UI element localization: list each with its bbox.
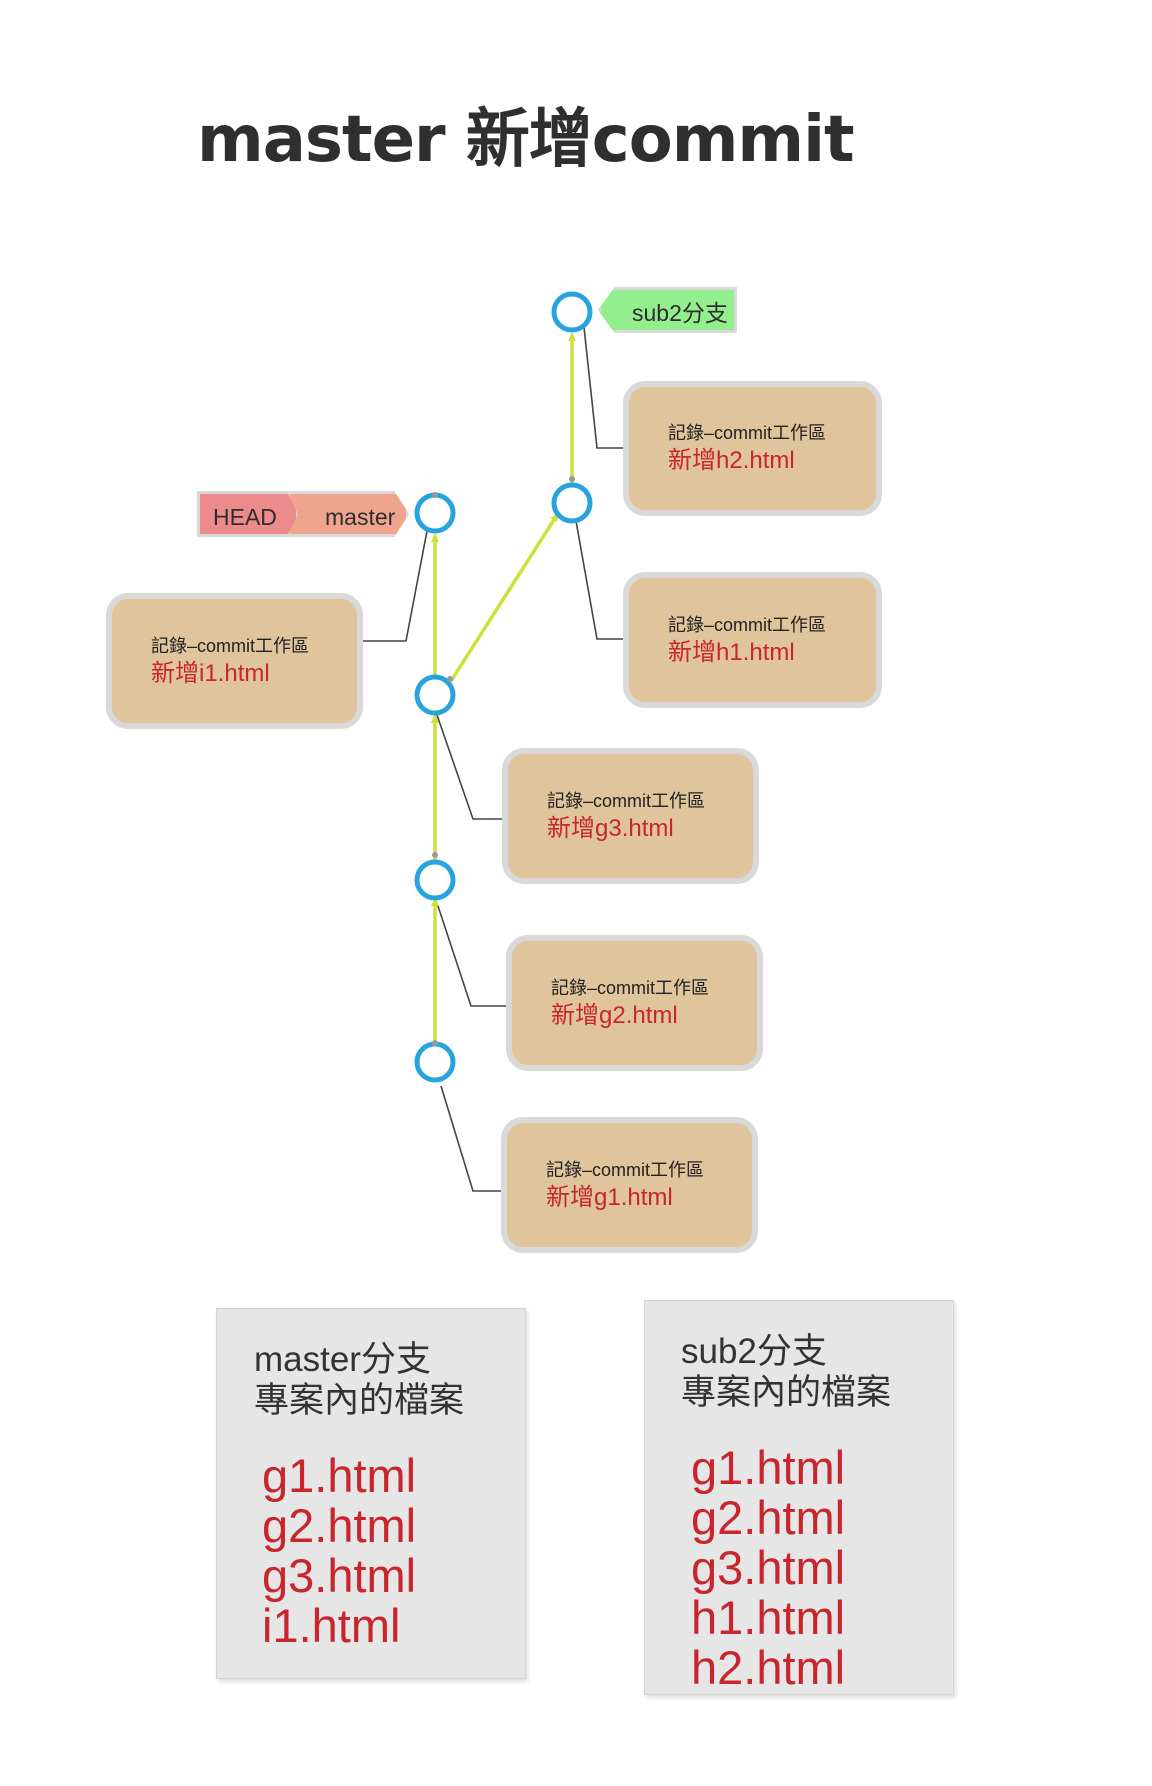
- commit-file: 新增h2.html: [668, 447, 795, 474]
- file-item: g2.html: [691, 1491, 846, 1544]
- head-label: HEAD: [197, 491, 299, 537]
- edge-g3-h1: [449, 512, 559, 682]
- file-item: g3.html: [262, 1549, 417, 1602]
- file-item: g3.html: [691, 1541, 846, 1594]
- panel-title-line: 專案內的檔案: [681, 1373, 892, 1412]
- commit-box-g1: 記錄–commit工作區 新增g1.html: [501, 1117, 758, 1253]
- commit-file: 新增g1.html: [546, 1183, 673, 1211]
- sub2-branch-label: sub2分支: [598, 287, 737, 333]
- sub2-files-panel: sub2分支 專案內的檔案 g1.html g2.html g3.html h1…: [644, 1300, 954, 1695]
- commit-box-g2: 記錄–commit工作區 新增g2.html: [506, 935, 763, 1071]
- commit-message: 記錄–commit工作區: [151, 635, 310, 656]
- commit-box-h2: 記錄–commit工作區 新增h2.html: [623, 381, 882, 516]
- commit-file: 新增h1.html: [668, 638, 795, 666]
- file-item: h1.html: [691, 1591, 846, 1644]
- commit-box-h1: 記錄–commit工作區 新增h1.html: [623, 572, 882, 708]
- master-branch-label: master: [287, 491, 409, 537]
- commit-box-g3: 記錄–commit工作區 新增g3.html: [502, 748, 759, 884]
- commit-node-h1: [551, 482, 593, 524]
- file-item: g2.html: [262, 1499, 417, 1552]
- commit-node-g3: [414, 674, 456, 716]
- connector-g3: [436, 714, 502, 820]
- connector-g2: [436, 902, 506, 1007]
- commit-file: 新增i1.html: [151, 659, 270, 687]
- commit-message: 記錄–commit工作區: [547, 790, 706, 811]
- file-item: h2.html: [691, 1641, 846, 1694]
- page-title: master 新增commit: [197, 103, 855, 177]
- panel-title-line: master分支: [254, 1340, 431, 1379]
- connector-h2: [582, 317, 623, 449]
- master-files-panel: master分支 專案內的檔案 g1.html g2.html g3.html …: [216, 1308, 526, 1679]
- panel-title-line: sub2分支: [681, 1332, 827, 1371]
- commit-node-g1: [414, 1041, 456, 1083]
- commit-file: 新增g3.html: [547, 814, 674, 842]
- file-item: i1.html: [262, 1599, 401, 1652]
- commit-message: 記錄–commit工作區: [668, 423, 827, 443]
- file-item: g1.html: [691, 1441, 846, 1494]
- commit-message: 記錄–commit工作區: [668, 614, 827, 635]
- commit-file: 新增g2.html: [551, 1001, 678, 1029]
- connector-g1: [440, 1085, 501, 1192]
- file-item: g1.html: [262, 1449, 417, 1502]
- commit-message: 記錄–commit工作區: [551, 977, 710, 998]
- commit-node-i1: [414, 492, 456, 534]
- connector-i1: [363, 530, 428, 642]
- commit-box-i1: 記錄–commit工作區 新增i1.html: [106, 593, 363, 729]
- panel-title-line: 專案內的檔案: [254, 1381, 465, 1420]
- commit-node-h2: [551, 291, 593, 333]
- connector-h1: [575, 520, 623, 640]
- commit-node-g2: [414, 859, 456, 901]
- commit-message: 記錄–commit工作區: [546, 1159, 705, 1180]
